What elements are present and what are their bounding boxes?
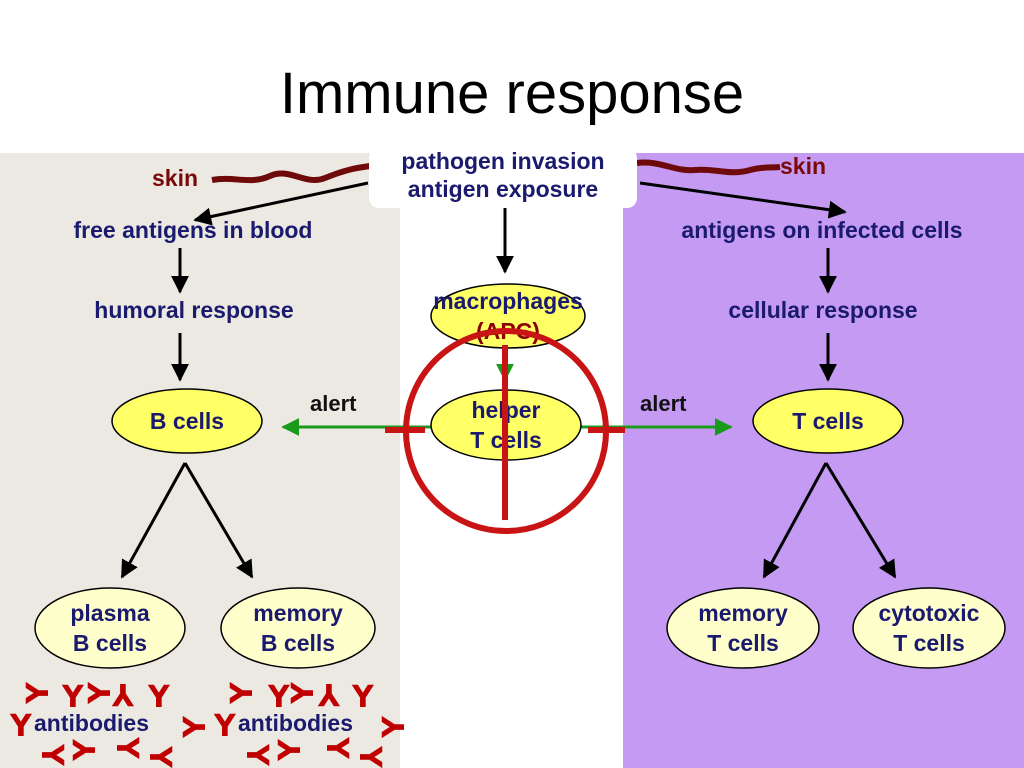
invasion-line1: pathogen invasion bbox=[401, 148, 605, 174]
humoral-response-label: humoral response bbox=[94, 297, 294, 323]
alert-label-right: alert bbox=[640, 391, 687, 416]
t-cells-node: T cells bbox=[792, 408, 864, 434]
b-cells-node-shape bbox=[111, 388, 263, 454]
infected-antigens-label: antigens on infected cells bbox=[681, 217, 963, 243]
memory-b-cells-node: memory B cells bbox=[221, 593, 375, 663]
plasma-node-shape bbox=[34, 587, 186, 669]
plasma-line2: B cells bbox=[72, 630, 148, 656]
antibody-icon: Y bbox=[214, 709, 236, 744]
invasion-line2: antigen exposure bbox=[407, 176, 599, 202]
t-cells-node-shape bbox=[752, 388, 904, 454]
skin-line-left bbox=[211, 163, 371, 184]
arrow-invasion-to-free-antigens bbox=[193, 181, 369, 226]
antibody-icon: Y bbox=[352, 680, 374, 715]
antibodies-label-1: antibodies bbox=[34, 710, 150, 736]
skin-line-right bbox=[636, 159, 781, 176]
antibody-icon: Y bbox=[10, 709, 32, 744]
cytotoxic-t-cells-node: cytotoxic T cells bbox=[853, 593, 1005, 663]
antibody-icon: Y bbox=[268, 680, 290, 715]
free-antigens-label: free antigens in blood bbox=[73, 217, 313, 243]
alert-label-left: alert bbox=[310, 391, 357, 416]
antibody-icon: Y bbox=[62, 680, 84, 715]
plasma-line1: plasma bbox=[70, 600, 150, 626]
cytotoxic-line2: T cells bbox=[893, 630, 965, 656]
arrow-b-cells-to-memory-b bbox=[183, 462, 254, 579]
cellular-response-label: cellular response bbox=[728, 297, 918, 323]
antibodies-label-2: antibodies bbox=[238, 710, 354, 736]
antibody-icon: Y bbox=[148, 680, 170, 715]
arrow-t-cells-to-cytotoxic bbox=[824, 462, 897, 579]
humoral-panel bbox=[0, 153, 400, 768]
skin-label-right: skin bbox=[780, 153, 827, 179]
invasion-box bbox=[369, 148, 637, 208]
memory-t-cells-node: memory T cells bbox=[667, 593, 819, 663]
memory-t-line1: memory bbox=[698, 600, 788, 626]
memory-b-node-shape bbox=[220, 587, 376, 669]
memory-t-node-shape bbox=[666, 587, 820, 669]
arrow-t-cells-to-memory-t bbox=[762, 462, 828, 579]
b-cells-node: B cells bbox=[149, 408, 225, 434]
arrow-invasion-to-infected-cells bbox=[639, 181, 847, 219]
memory-b-line1: memory bbox=[253, 600, 343, 626]
macrophages-line1: macrophages bbox=[433, 288, 583, 314]
skin-label-left: skin bbox=[152, 165, 199, 191]
memory-b-line2: B cells bbox=[260, 630, 336, 656]
page-title: Immune response bbox=[279, 61, 745, 126]
macrophages-node: macrophages(APC) bbox=[431, 284, 585, 348]
cytotoxic-line1: cytotoxic bbox=[878, 600, 980, 626]
cytotoxic-node-shape bbox=[852, 587, 1006, 669]
plasma-b-cells-node: plasma B cells bbox=[35, 593, 185, 663]
memory-t-line2: T cells bbox=[707, 630, 779, 656]
arrow-b-cells-to-plasma bbox=[120, 462, 187, 579]
